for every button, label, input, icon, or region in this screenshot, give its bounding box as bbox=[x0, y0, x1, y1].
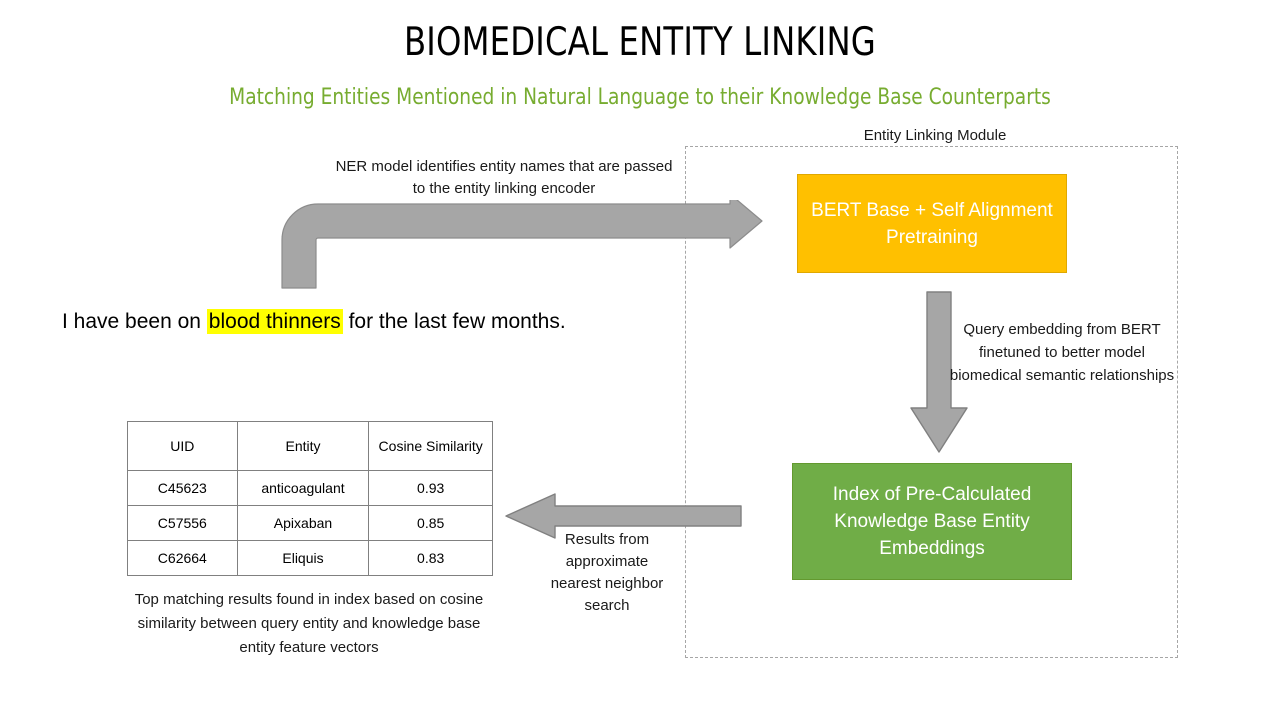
input-sentence: I have been on blood thinners for the la… bbox=[62, 308, 566, 336]
table-header-row: UID Entity Cosine Similarity bbox=[127, 421, 493, 471]
cell-similarity: 0.93 bbox=[368, 470, 493, 506]
column-header-entity: Entity bbox=[236, 421, 370, 471]
module-label: Entity Linking Module bbox=[863, 127, 1007, 144]
column-header-uid: UID bbox=[127, 421, 238, 471]
page-subtitle: Matching Entities Mentioned in Natural L… bbox=[229, 85, 1051, 110]
box-index-label: Index of Pre-Calculated Knowledge Base E… bbox=[832, 484, 1032, 559]
annotation-query-embedding: Query embedding from BERT finetuned to b… bbox=[949, 321, 1175, 384]
column-header-cosine-similarity: Cosine Similarity bbox=[368, 421, 493, 471]
cell-uid: C57556 bbox=[127, 505, 238, 541]
cell-entity: Apixaban bbox=[236, 505, 370, 541]
annotation-ann-search: Results from approximate nearest neighbo… bbox=[550, 531, 664, 614]
cell-similarity: 0.85 bbox=[368, 505, 493, 541]
table-row: C45623 anticoagulant 0.93 bbox=[127, 470, 493, 506]
entity-linking-module-frame bbox=[685, 146, 1178, 658]
sentence-suffix: for the last few months. bbox=[342, 310, 566, 333]
box-bert-encoder[interactable]: BERT Base + Self Alignment Pretraining bbox=[797, 174, 1067, 273]
cell-uid: C62664 bbox=[127, 540, 238, 576]
box-bert-label: BERT Base + Self Alignment Pretraining bbox=[811, 199, 1053, 248]
cell-similarity: 0.83 bbox=[368, 540, 493, 576]
page-title: BIOMEDICAL ENTITY LINKING bbox=[403, 20, 877, 65]
cell-entity: anticoagulant bbox=[236, 470, 370, 506]
results-table: UID Entity Cosine Similarity C45623 anti… bbox=[127, 421, 493, 576]
cell-uid: C45623 bbox=[127, 470, 238, 506]
highlighted-entity: blood thinners bbox=[206, 309, 343, 334]
cell-entity: Eliquis bbox=[236, 540, 370, 576]
annotation-ner: NER model identifies entity names that a… bbox=[335, 158, 673, 197]
annotation-top-results: Top matching results found in index base… bbox=[134, 591, 484, 656]
sentence-prefix: I have been on bbox=[62, 310, 207, 333]
table-row: C57556 Apixaban 0.85 bbox=[127, 505, 493, 541]
box-embedding-index[interactable]: Index of Pre-Calculated Knowledge Base E… bbox=[792, 463, 1072, 580]
table-row: C62664 Eliquis 0.83 bbox=[127, 540, 493, 576]
